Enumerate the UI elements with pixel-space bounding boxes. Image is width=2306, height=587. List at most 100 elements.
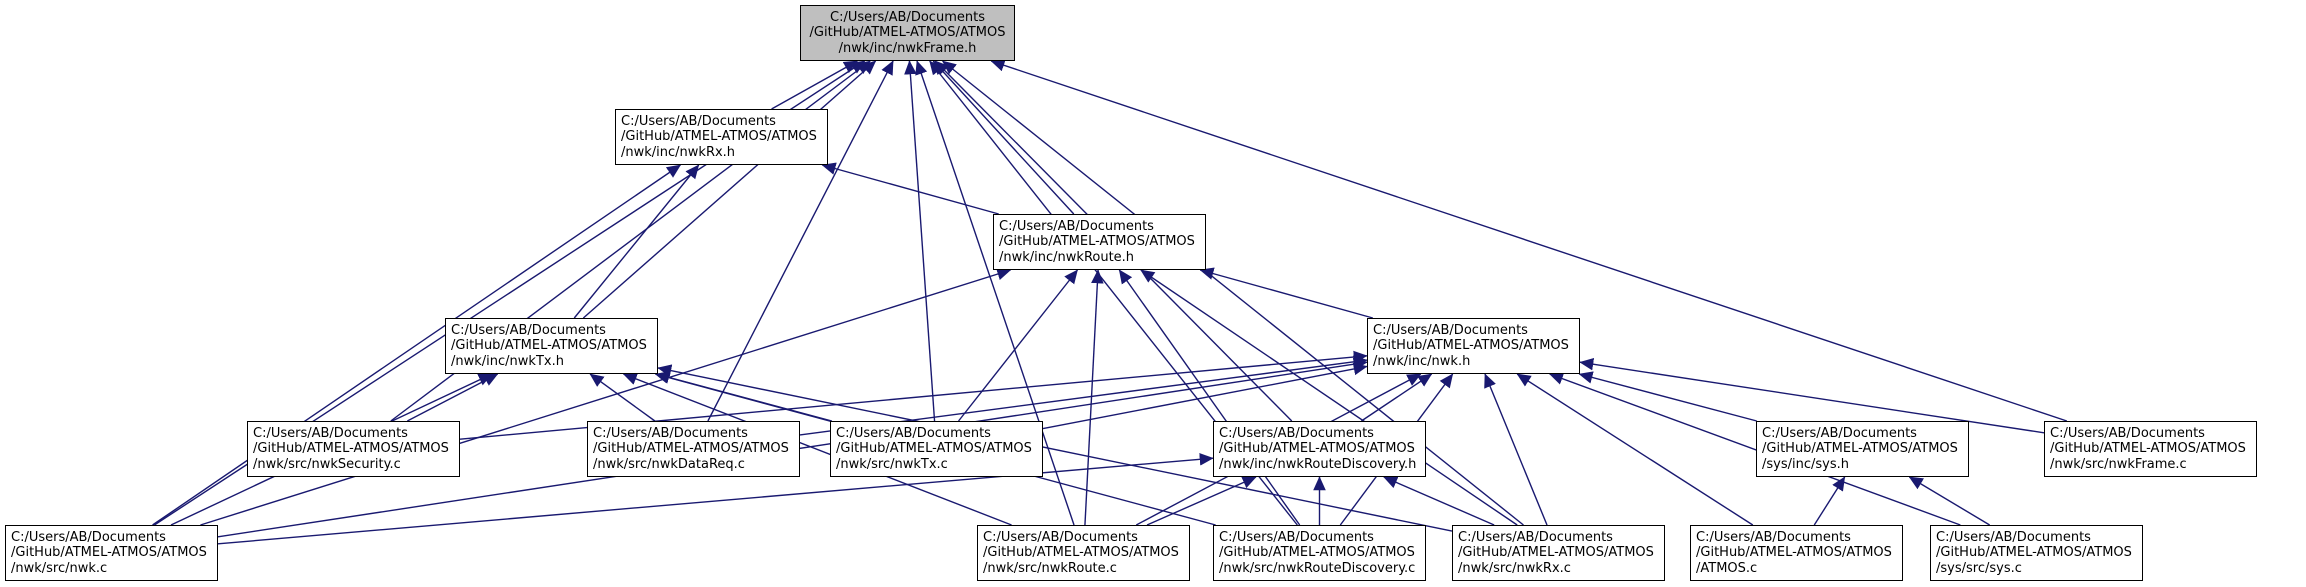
node-nwkDataReq-c[interactable]: C:/Users/AB/Documents /GitHub/ATMEL-ATMO…: [587, 421, 800, 477]
node-nwk-c[interactable]: C:/Users/AB/Documents /GitHub/ATMEL-ATMO…: [5, 525, 218, 581]
node-label-line: /nwk/inc/nwkRoute.h: [999, 249, 1135, 265]
node-label-line: C:/Users/AB/Documents: [830, 9, 985, 25]
node-label-line: /sys/inc/sys.h: [1762, 456, 1849, 472]
node-label-line: /ATMOS.c: [1696, 560, 1758, 576]
node-label-line: C:/Users/AB/Documents: [11, 529, 166, 545]
node-label-line: /GitHub/ATMEL-ATMOS/ATMOS: [1219, 441, 1415, 457]
edge-nwkRoute_h-to-nwkRx_h: [821, 162, 999, 215]
edge-nwkRx_c-to-nwkFrame_h: [942, 60, 1524, 526]
node-nwk-h[interactable]: C:/Users/AB/Documents /GitHub/ATMEL-ATMO…: [1367, 318, 1580, 374]
edge-sys_c-to-sys_h: [1908, 476, 1991, 526]
edge-nwkRoute_c-to-nwkRoute_h: [1084, 269, 1104, 526]
node-nwkSecurity-c[interactable]: C:/Users/AB/Documents /GitHub/ATMEL-ATMO…: [247, 421, 460, 477]
node-label-line: /nwk/src/nwkTx.c: [836, 456, 948, 472]
node-nwkRx-c[interactable]: C:/Users/AB/Documents /GitHub/ATMEL-ATMO…: [1452, 525, 1665, 581]
edge-nwkSecurity_c-to-nwkTx_h: [407, 373, 499, 422]
edge-nwkRouteDiscovery_c-to-nwkRoute_h: [1118, 269, 1301, 526]
node-label-line: /nwk/inc/nwkRouteDiscovery.h: [1219, 456, 1417, 472]
node-label-line: C:/Users/AB/Documents: [1219, 529, 1374, 545]
edge-ATMOS_c-to-sys_h: [1813, 476, 1846, 526]
node-label-line: /GitHub/ATMEL-ATMOS/ATMOS: [2050, 441, 2246, 457]
node-label-line: /nwk/src/nwkFrame.c: [2050, 456, 2187, 472]
edge-nwkDataReq_c-to-nwkFrame_h: [707, 60, 894, 422]
node-label-line: C:/Users/AB/Documents: [253, 425, 408, 441]
node-label-line: /sys/src/sys.c: [1936, 560, 2022, 576]
node-label-line: C:/Users/AB/Documents: [1373, 322, 1528, 338]
edge-nwk_c-to-nwkRx_h: [152, 164, 682, 526]
node-sys-h[interactable]: C:/Users/AB/Documents /GitHub/ATMEL-ATMO…: [1756, 421, 1969, 477]
node-label-line: C:/Users/AB/Documents: [1762, 425, 1917, 441]
node-label-line: /GitHub/ATMEL-ATMOS/ATMOS: [621, 129, 817, 145]
node-nwkTx-h[interactable]: C:/Users/AB/Documents /GitHub/ATMEL-ATMO…: [445, 318, 658, 374]
edge-nwk_c-to-nwkRouteDiscovery_h: [217, 453, 1214, 545]
node-label-line: /GitHub/ATMEL-ATMOS/ATMOS: [1219, 545, 1415, 561]
node-ATMOS-c[interactable]: C:/Users/AB/Documents /GitHub/ATMEL-ATMO…: [1690, 525, 1903, 581]
node-nwkRoute-c[interactable]: C:/Users/AB/Documents /GitHub/ATMEL-ATMO…: [977, 525, 1190, 581]
node-label-line: /GitHub/ATMEL-ATMOS/ATMOS: [1373, 338, 1569, 354]
node-label-line: C:/Users/AB/Documents: [2050, 425, 2205, 441]
edge-nwkRoute_c-to-nwkRouteDiscovery_h: [1146, 476, 1257, 526]
node-label-line: /nwk/inc/nwkFrame.h: [838, 40, 977, 56]
node-label-line: /GitHub/ATMEL-ATMOS/ATMOS: [1458, 545, 1654, 561]
edge-nwkRx_c-to-nwk_h: [1484, 373, 1548, 526]
node-label-line: /GitHub/ATMEL-ATMOS/ATMOS: [253, 441, 449, 457]
node-label-line: /nwk/src/nwkDataReq.c: [593, 456, 745, 472]
node-nwkRouteDiscovery-h[interactable]: C:/Users/AB/Documents /GitHub/ATMEL-ATMO…: [1213, 421, 1426, 477]
node-nwkRx-h[interactable]: C:/Users/AB/Documents /GitHub/ATMEL-ATMO…: [615, 109, 828, 165]
node-label-line: C:/Users/AB/Documents: [999, 218, 1154, 234]
node-label-line: /nwk/src/nwkSecurity.c: [253, 456, 401, 472]
node-label-line: /nwk/src/nwk.c: [11, 560, 108, 576]
edge-nwkRx_c-to-nwkRouteDiscovery_h: [1383, 476, 1495, 526]
node-nwkRouteDiscovery-c[interactable]: C:/Users/AB/Documents /GitHub/ATMEL-ATMO…: [1213, 525, 1426, 581]
edge-nwkRx_h-to-nwkFrame_h: [771, 60, 859, 110]
node-nwkTx-c[interactable]: C:/Users/AB/Documents /GitHub/ATMEL-ATMO…: [830, 421, 1043, 477]
node-label-line: C:/Users/AB/Documents: [621, 113, 776, 129]
edge-nwkRouteDiscovery_h-to-nwk_h: [1360, 373, 1433, 422]
node-label-line: C:/Users/AB/Documents: [1458, 529, 1613, 545]
node-label-line: C:/Users/AB/Documents: [1936, 529, 2091, 545]
node-label-line: /GitHub/ATMEL-ATMOS/ATMOS: [1762, 441, 1958, 457]
edge-nwk_c-to-nwkRoute_h: [200, 267, 1012, 526]
edge-nwkTx_c-to-nwk_h: [1042, 362, 1368, 430]
node-label-line: C:/Users/AB/Documents: [593, 425, 748, 441]
node-label-line: /nwk/src/nwkRoute.c: [983, 560, 1117, 576]
edge-nwkTx_h-to-nwkFrame_h: [582, 60, 877, 319]
edge-ATMOS_c-to-nwk_h: [1516, 373, 1754, 526]
edge-nwkTx_c-to-nwkFrame_h: [904, 60, 936, 422]
edge-nwkTx_h-to-nwkRx_h: [573, 164, 700, 319]
edge-nwkRoute_c-to-nwkTx_h: [622, 372, 1012, 526]
node-nwkRoute-h[interactable]: C:/Users/AB/Documents /GitHub/ATMEL-ATMO…: [993, 214, 1206, 270]
edge-sys_c-to-nwk_h: [1548, 372, 1961, 526]
node-sys-c[interactable]: C:/Users/AB/Documents /GitHub/ATMEL-ATMO…: [1930, 525, 2143, 581]
node-label-line: /nwk/inc/nwkRx.h: [621, 144, 736, 160]
node-label-line: /nwk/src/nwkRouteDiscovery.c: [1219, 560, 1416, 576]
node-nwkFrame-c[interactable]: C:/Users/AB/Documents /GitHub/ATMEL-ATMO…: [2044, 421, 2257, 477]
node-label-line: /nwk/src/nwkRx.c: [1458, 560, 1571, 576]
edge-nwkRoute_h-to-nwkFrame_h: [932, 60, 1075, 215]
node-label-line: /GitHub/ATMEL-ATMOS/ATMOS: [836, 441, 1032, 457]
node-label-line: C:/Users/AB/Documents: [451, 322, 606, 338]
edge-nwkRx_c-to-nwkRoute_h: [1140, 269, 1518, 526]
node-label-line: /GitHub/ATMEL-ATMOS/ATMOS: [1936, 545, 2132, 561]
node-label-line: /GitHub/ATMEL-ATMOS/ATMOS: [809, 25, 1006, 41]
node-label-line: /GitHub/ATMEL-ATMOS/ATMOS: [11, 545, 207, 561]
node-label-line: C:/Users/AB/Documents: [1696, 529, 1851, 545]
node-label-line: C:/Users/AB/Documents: [1219, 425, 1374, 441]
node-nwkFrame-h: C:/Users/AB/Documents /GitHub/ATMEL-ATMO…: [800, 5, 1015, 61]
node-label-line: /GitHub/ATMEL-ATMOS/ATMOS: [1696, 545, 1892, 561]
edge-nwk_h-to-nwkRoute_h: [1199, 267, 1373, 319]
edge-nwkTx_c-to-nwkRoute_h: [957, 269, 1079, 422]
node-label-line: C:/Users/AB/Documents: [836, 425, 991, 441]
edge-nwkFrame_c-to-nwkFrame_h: [990, 59, 2068, 422]
node-label-line: C:/Users/AB/Documents: [983, 529, 1138, 545]
edge-nwkDataReq_c-to-nwkTx_h: [589, 373, 656, 422]
node-label-line: /GitHub/ATMEL-ATMOS/ATMOS: [983, 545, 1179, 561]
node-label-line: /GitHub/ATMEL-ATMOS/ATMOS: [999, 234, 1195, 250]
node-label-line: /GitHub/ATMEL-ATMOS/ATMOS: [593, 441, 789, 457]
edge-sys_h-to-nwk_h: [1578, 371, 1757, 422]
node-label-line: /nwk/inc/nwk.h: [1373, 353, 1471, 369]
node-label-line: /nwk/inc/nwkTx.h: [451, 353, 564, 369]
node-label-line: /GitHub/ATMEL-ATMOS/ATMOS: [451, 338, 647, 354]
